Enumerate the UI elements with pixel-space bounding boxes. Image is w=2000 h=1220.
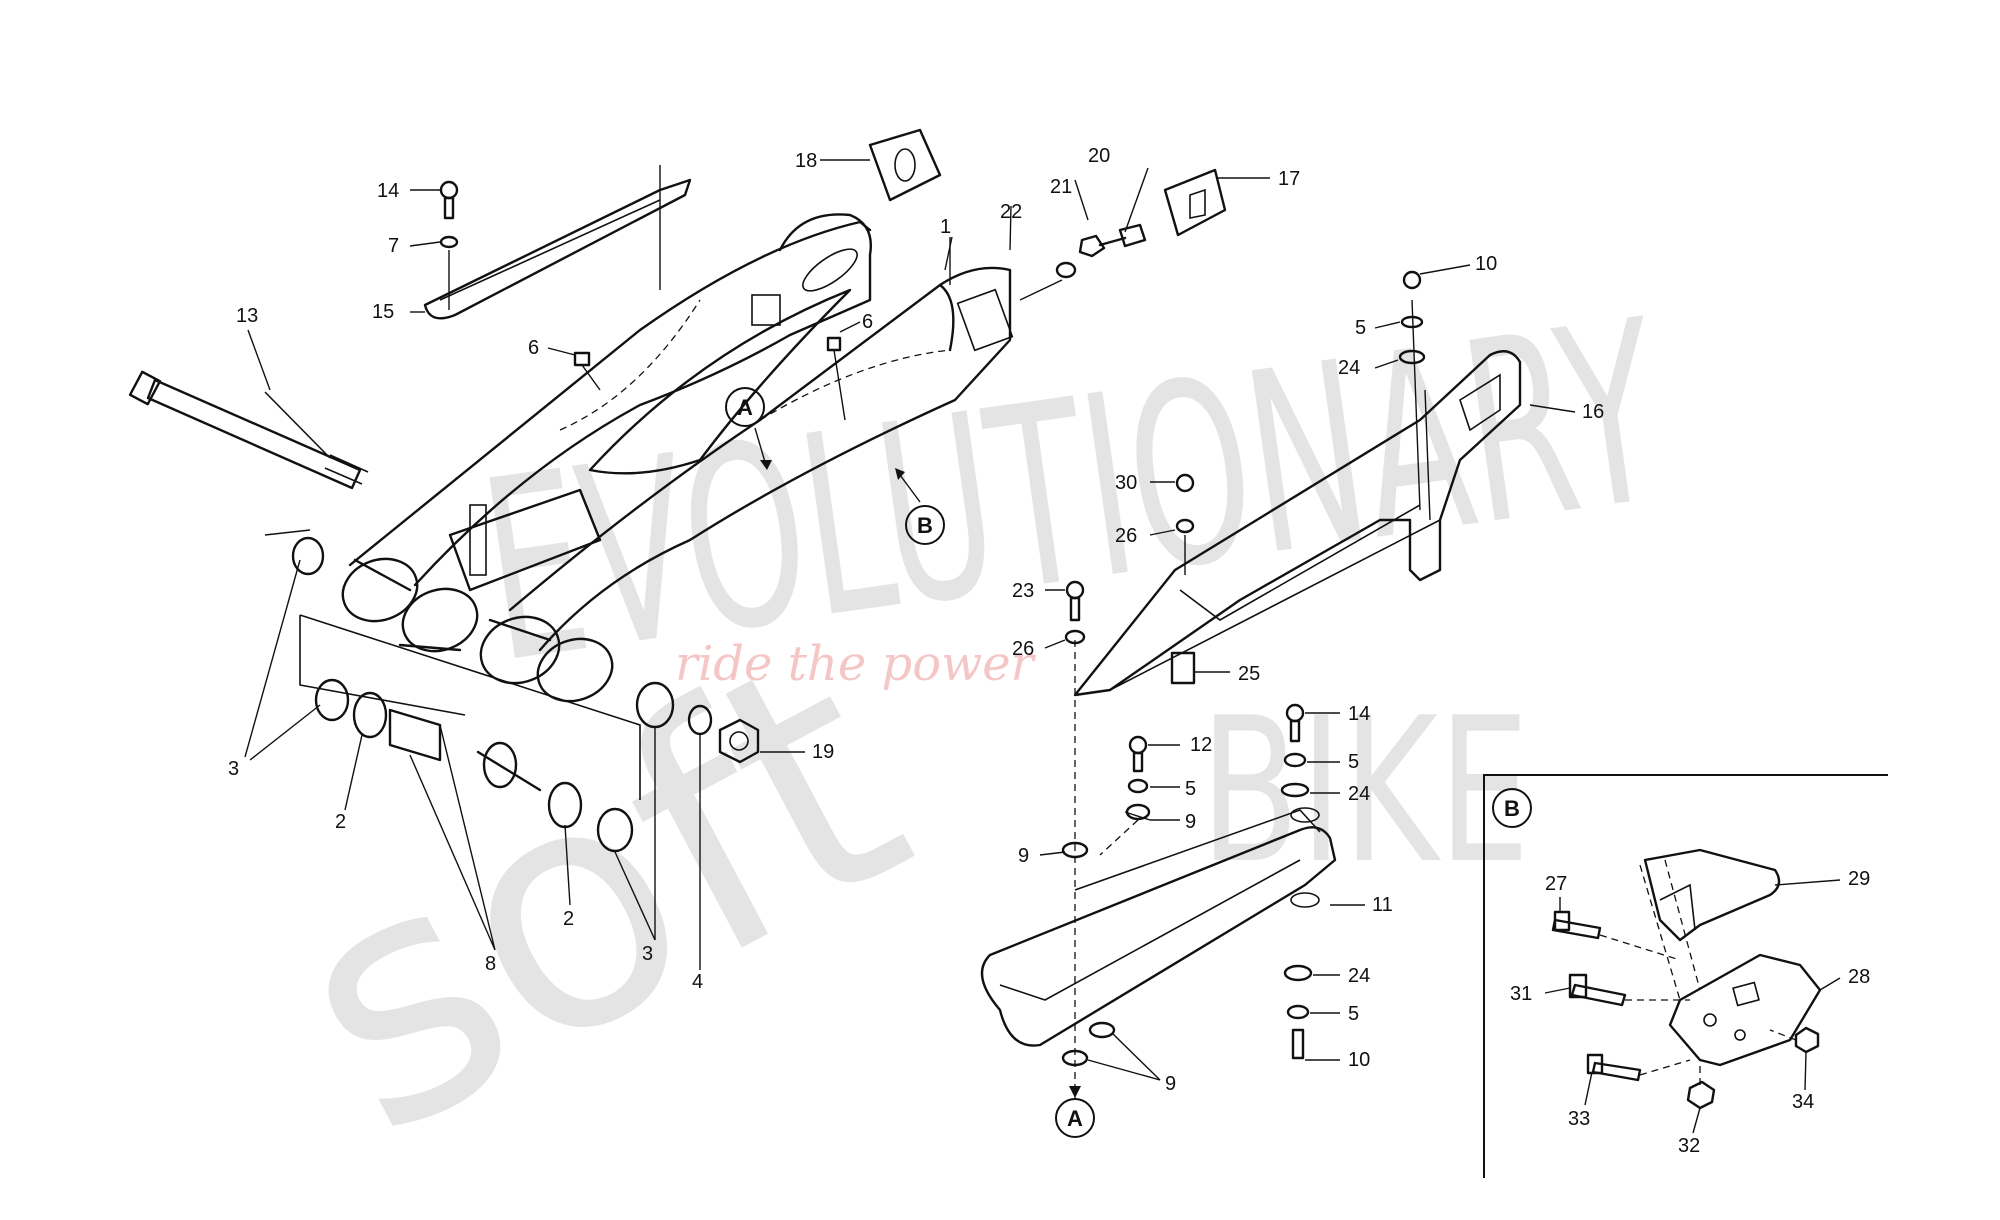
callout-labels: 1 2 2 3 3 4 5 5 5 5 6 6 7 8 9 9 9 10 10 … (228, 145, 1870, 1157)
callout-24: 24 (1348, 783, 1370, 805)
pivot-axle (128, 370, 369, 490)
callout-23: 23 (1012, 580, 1034, 602)
callout-8: 8 (485, 953, 496, 975)
callout-9: 9 (1185, 811, 1196, 833)
callout-27: 27 (1545, 873, 1567, 895)
inset-b (1483, 774, 1888, 1178)
callout-5: 5 (1348, 1003, 1359, 1025)
ref-circle-a-top (725, 387, 765, 427)
callout-10: 10 (1475, 253, 1497, 275)
callout-3: 3 (642, 943, 653, 965)
watermark-slogan: ride the power (675, 636, 1037, 692)
callout-9: 9 (1018, 845, 1029, 867)
ref-circle-b-arm (905, 505, 945, 545)
callout-15: 15 (372, 301, 394, 323)
callout-20: 20 (1088, 145, 1110, 167)
callout-12: 12 (1190, 734, 1212, 756)
callout-14: 14 (1348, 703, 1370, 725)
ref-label-b-arm: B (917, 513, 933, 538)
callout-21: 21 (1050, 176, 1072, 198)
callout-29: 29 (1848, 868, 1870, 890)
callout-2: 2 (335, 811, 346, 833)
callout-10: 10 (1348, 1049, 1370, 1071)
callout-22: 22 (1000, 201, 1022, 223)
callout-26: 26 (1115, 525, 1137, 547)
callout-24: 24 (1338, 357, 1360, 379)
ref-label-a-top: A (737, 395, 753, 420)
callout-leaders (244, 159, 1841, 1134)
callout-9: 9 (1165, 1073, 1176, 1095)
callout-2: 2 (563, 908, 574, 930)
chain-guard (1073, 299, 1522, 697)
callout-1: 1 (940, 216, 951, 238)
callout-5: 5 (1348, 751, 1359, 773)
callout-18: 18 (795, 150, 817, 172)
callout-24: 24 (1348, 965, 1370, 987)
callout-5: 5 (1355, 317, 1366, 339)
ref-label-a-bottom: A (1067, 1106, 1083, 1131)
callout-25: 25 (1238, 663, 1260, 685)
callout-28: 28 (1848, 966, 1870, 988)
chain-guide-plate (423, 165, 692, 320)
callout-13: 13 (236, 305, 258, 327)
callout-34: 34 (1792, 1091, 1814, 1113)
fastener-stacks (1061, 270, 1426, 1100)
top-fasteners (439, 128, 1227, 421)
chain-slider (980, 807, 1337, 1047)
reference-markers: A B A B (725, 387, 1532, 1138)
callout-14: 14 (377, 180, 399, 202)
callout-33: 33 (1568, 1108, 1590, 1130)
callout-4: 4 (692, 971, 703, 993)
callout-6: 6 (862, 311, 873, 333)
ref-circle-b-inset (1492, 788, 1532, 828)
callout-30: 30 (1115, 472, 1137, 494)
callout-3: 3 (228, 758, 239, 780)
callout-5: 5 (1185, 778, 1196, 800)
swingarm (341, 213, 1014, 703)
watermark-bike: BIKE (1200, 675, 1530, 908)
callout-11: 11 (1372, 894, 1393, 916)
callout-16: 16 (1582, 401, 1604, 423)
ref-circle-a-bottom (1055, 1098, 1095, 1138)
callout-17: 17 (1278, 168, 1300, 190)
callout-19: 19 (812, 741, 834, 763)
callout-31: 31 (1510, 983, 1532, 1005)
watermark: EVOLUTIONARY ride the power soft BIKE (236, 266, 1677, 1209)
callout-7: 7 (388, 235, 399, 257)
callout-6: 6 (528, 337, 539, 359)
ref-label-b-inset: B (1504, 796, 1520, 821)
callout-32: 32 (1678, 1135, 1700, 1157)
callout-26: 26 (1012, 638, 1034, 660)
